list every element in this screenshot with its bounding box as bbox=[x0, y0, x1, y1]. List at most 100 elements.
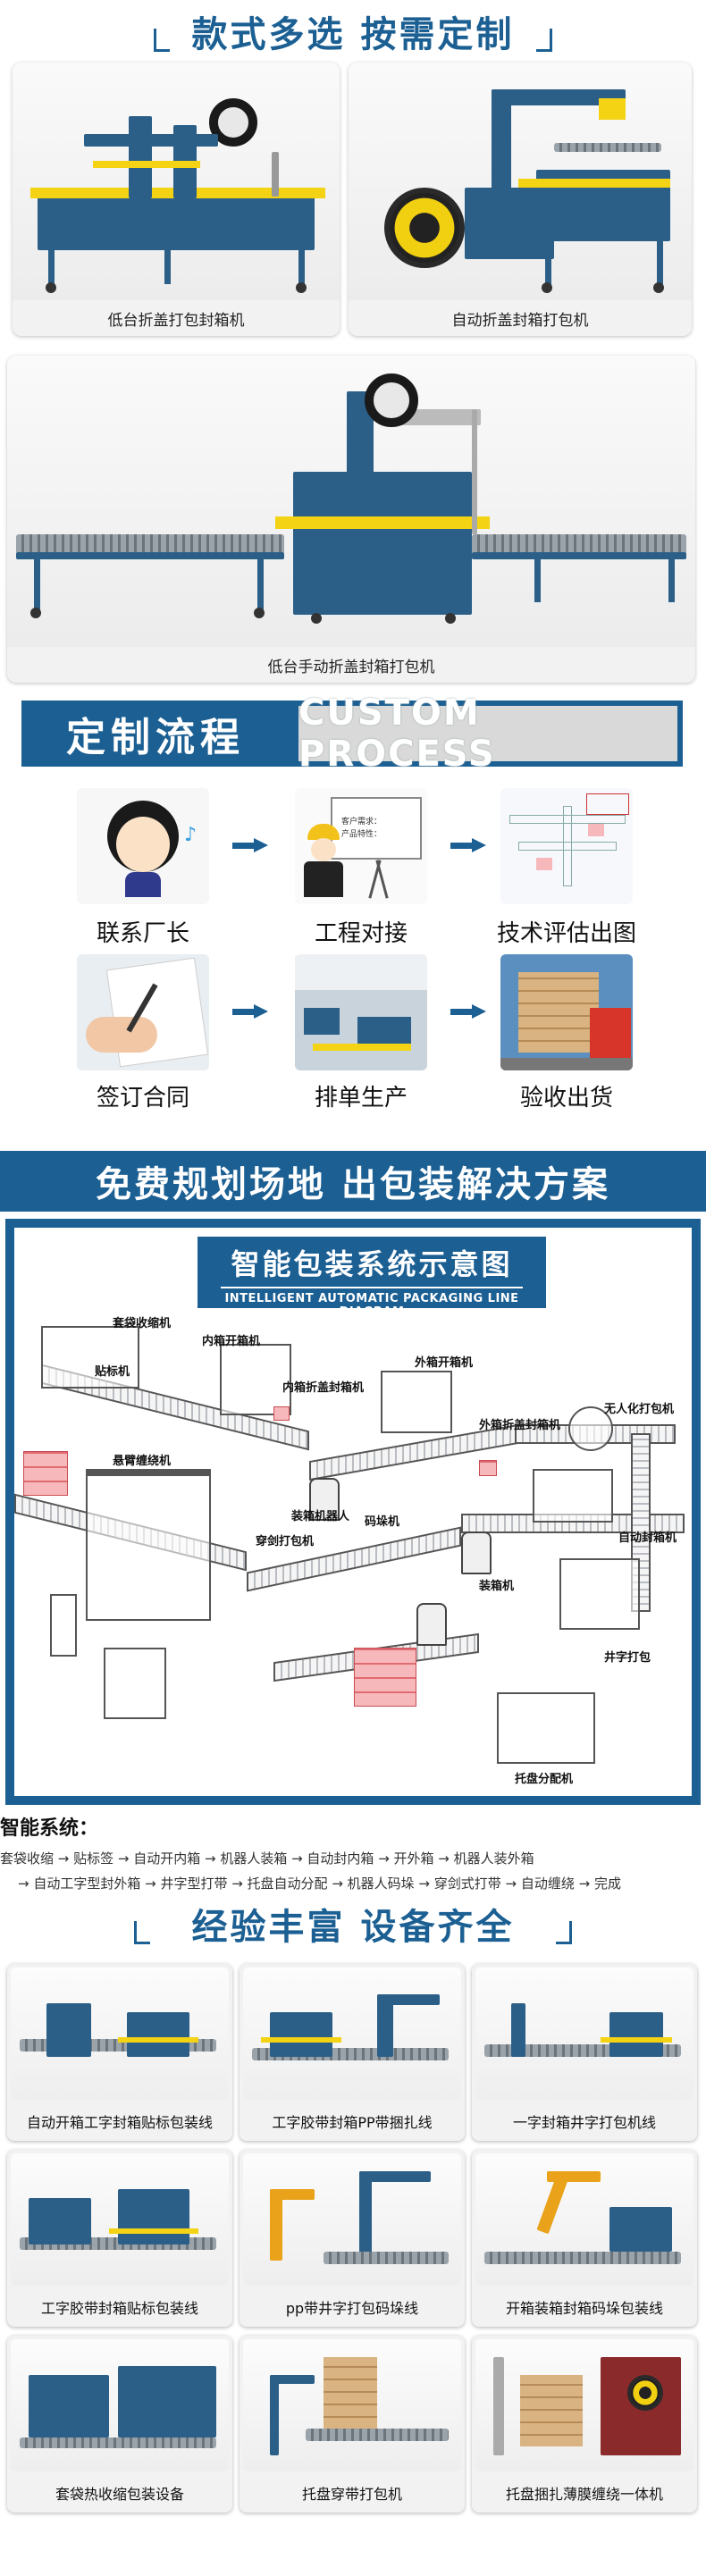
engineer-presentation-icon: 客户需求： 产品特性： bbox=[295, 788, 427, 904]
product-box bbox=[273, 1406, 290, 1421]
step-label: 签订合同 bbox=[96, 1085, 189, 1112]
equipment-caption: 开箱装箱封箱码垛包装线 bbox=[505, 2300, 663, 2317]
label-through-strap: 穿剑打包机 bbox=[256, 1535, 315, 1548]
label-side-seal: 自动封箱机 bbox=[618, 1531, 677, 1545]
equipment-image bbox=[243, 1968, 461, 2100]
product-stack bbox=[354, 1648, 416, 1707]
product-stack bbox=[23, 1451, 68, 1496]
product-caption: 低台手动折盖封箱打包机 bbox=[267, 658, 435, 676]
label-carton-packer: 装箱机 bbox=[479, 1580, 515, 1593]
equipment-caption: 工字胶带封箱PP带捆扎线 bbox=[272, 2114, 433, 2131]
label-labeler: 贴标机 bbox=[95, 1365, 130, 1379]
equipment-image bbox=[11, 1968, 229, 2100]
label-pallet-dispenser: 托盘分配机 bbox=[515, 1773, 574, 1786]
equipment-caption: 套袋热收缩包装设备 bbox=[55, 2486, 184, 2503]
equipment-image bbox=[243, 2339, 461, 2471]
equipment-image bbox=[243, 2153, 461, 2286]
label-outer-fold: 外箱折盖封箱机 bbox=[479, 1419, 561, 1432]
system-flow-line: → 自动工字型封外箱 → 井字型打带 → 托盘自动分配 → 机器人码垛 → 穿剑… bbox=[18, 1875, 621, 1892]
equipment-image bbox=[11, 2339, 229, 2471]
step-label: 验收出货 bbox=[519, 1085, 613, 1112]
system-flow: 套袋收缩 → 贴标签 → 自动开内箱 → 机器人装箱 → 自动封内箱 → 开外箱… bbox=[0, 1846, 706, 1896]
product-image bbox=[7, 356, 695, 647]
equipment-card[interactable]: 一字封箱井字打包机线 bbox=[472, 1964, 697, 2141]
equipment-caption: 工字胶带封箱贴标包装线 bbox=[40, 2300, 198, 2317]
factory-production-icon bbox=[295, 954, 427, 1070]
headset-operator-icon: ♪ bbox=[77, 788, 209, 904]
label-robot-pack: 装箱机器人 bbox=[291, 1510, 350, 1523]
machine-unmanned-strap bbox=[568, 1406, 613, 1451]
step-label: 联系厂长 bbox=[96, 920, 189, 947]
equipment-caption: 托盘穿带打包机 bbox=[301, 2486, 402, 2503]
equipment-caption: 自动开箱工字封箱贴标包装线 bbox=[26, 2114, 213, 2131]
contract-signing-icon bbox=[77, 954, 209, 1070]
process-title-cn: 定制流程 bbox=[66, 715, 245, 760]
section-title-styles: 款式多选 按需定制 bbox=[0, 0, 706, 63]
equipment-card[interactable]: 套袋热收缩包装设备 bbox=[7, 2336, 232, 2513]
product-image bbox=[13, 63, 340, 300]
board-line: 产品特性： bbox=[341, 830, 382, 839]
product-card-low-fold-strap[interactable]: 低台折盖打包封箱机 bbox=[13, 63, 340, 336]
step-label: 排单生产 bbox=[314, 1085, 408, 1112]
label-cantilever-wrap: 悬臂缠绕机 bbox=[113, 1455, 172, 1468]
machine-inner-open bbox=[220, 1344, 291, 1415]
equipment-image bbox=[475, 2339, 693, 2471]
arrow-right-icon bbox=[232, 838, 268, 852]
equipment-card[interactable]: pp带井字打包码垛线 bbox=[240, 2150, 465, 2327]
product-card-auto-fold-strap[interactable]: 自动折盖封箱打包机 bbox=[349, 63, 692, 336]
robot-arm bbox=[416, 1603, 447, 1646]
product-caption: 低台折盖打包封箱机 bbox=[107, 311, 245, 330]
system-label: 智能系统： bbox=[0, 1817, 99, 1840]
equipment-card[interactable]: 托盘穿带打包机 bbox=[240, 2336, 465, 2513]
plan-banner: 免费规划场地 出包装解决方案 bbox=[0, 1151, 706, 1212]
machine-cantilever-wrap bbox=[86, 1469, 211, 1621]
machine-pallet-dispenser bbox=[497, 1692, 595, 1764]
machine-outer-open bbox=[381, 1371, 452, 1433]
section-styles: 款式多选 按需定制 低台折盖打包封箱机 bbox=[0, 0, 706, 688]
machine-side-seal bbox=[559, 1558, 640, 1630]
step-label: 工程对接 bbox=[314, 920, 408, 947]
product-box bbox=[479, 1460, 497, 1476]
equipment-card[interactable]: 开箱装箱封箱码垛包装线 bbox=[472, 2150, 697, 2327]
arrow-right-icon bbox=[232, 1004, 268, 1019]
equipment-image bbox=[475, 1968, 693, 2100]
product-image bbox=[349, 63, 692, 300]
label-unmanned-strap: 无人化打包机 bbox=[604, 1403, 675, 1416]
equipment-caption: 托盘捆扎薄膜缠绕一体机 bbox=[505, 2486, 663, 2503]
conveyor-sealing-line-illustration bbox=[16, 373, 686, 642]
process-banner: 定制流程 CUSTOM PROCESS bbox=[21, 692, 683, 775]
equipment-card[interactable]: 托盘捆扎薄膜缠绕一体机 bbox=[472, 2336, 697, 2513]
label-bag-shrink: 套袋收缩机 bbox=[113, 1317, 172, 1330]
machine-bag-shrink bbox=[41, 1326, 139, 1389]
title-bracket-right bbox=[536, 29, 552, 52]
product-caption: 自动折盖封箱打包机 bbox=[451, 311, 589, 330]
equipment-card[interactable]: 工字胶带封箱PP带捆扎线 bbox=[240, 1964, 465, 2141]
title-bracket-right bbox=[556, 1921, 572, 1944]
robot-arm bbox=[461, 1531, 492, 1574]
equipment-caption: pp带井字打包码垛线 bbox=[285, 2300, 419, 2317]
experience-title: 经验丰富 设备齐全 bbox=[191, 1907, 515, 1948]
equipment-image bbox=[475, 2153, 693, 2286]
shipping-crate-icon bbox=[500, 954, 633, 1070]
arrow-right-icon bbox=[450, 1004, 486, 1019]
equipment-caption: 一字封箱井字打包机线 bbox=[512, 2114, 656, 2131]
diagram-subtitle: INTELLIGENT AUTOMATIC PACKAGING LINE DIA… bbox=[221, 1287, 523, 1319]
equipment-card[interactable]: 自动开箱工字封箱贴标包装线 bbox=[7, 1964, 232, 2141]
machine-wrap-base bbox=[104, 1648, 166, 1719]
label-well-strap: 井字打包 bbox=[604, 1651, 651, 1665]
blueprint-icon bbox=[500, 788, 633, 904]
control-cabinet bbox=[50, 1594, 77, 1657]
strapping-machine-illustration bbox=[357, 80, 679, 304]
section-title-experience: 经验丰富 设备齐全 bbox=[0, 1892, 706, 1955]
robot-arm bbox=[309, 1478, 340, 1521]
equipment-card[interactable]: 工字胶带封箱贴标包装线 bbox=[7, 2150, 232, 2327]
label-outer-open: 外箱开箱机 bbox=[415, 1356, 474, 1370]
step-label: 技术评估出图 bbox=[496, 920, 636, 947]
diagram-title-block: 智能包装系统示意图 INTELLIGENT AUTOMATIC PACKAGIN… bbox=[198, 1237, 546, 1319]
product-card-low-manual-fold-strap[interactable]: 低台手动折盖封箱打包机 bbox=[7, 356, 695, 683]
system-flow-line: 套袋收缩 → 贴标签 → 自动开内箱 → 机器人装箱 → 自动封内箱 → 开外箱… bbox=[0, 1850, 534, 1867]
title-bracket-left bbox=[154, 29, 170, 52]
label-inner-fold: 内箱折盖封箱机 bbox=[282, 1381, 365, 1395]
machine-outer-fold bbox=[533, 1469, 613, 1523]
label-inner-open: 内箱开箱机 bbox=[202, 1335, 261, 1348]
